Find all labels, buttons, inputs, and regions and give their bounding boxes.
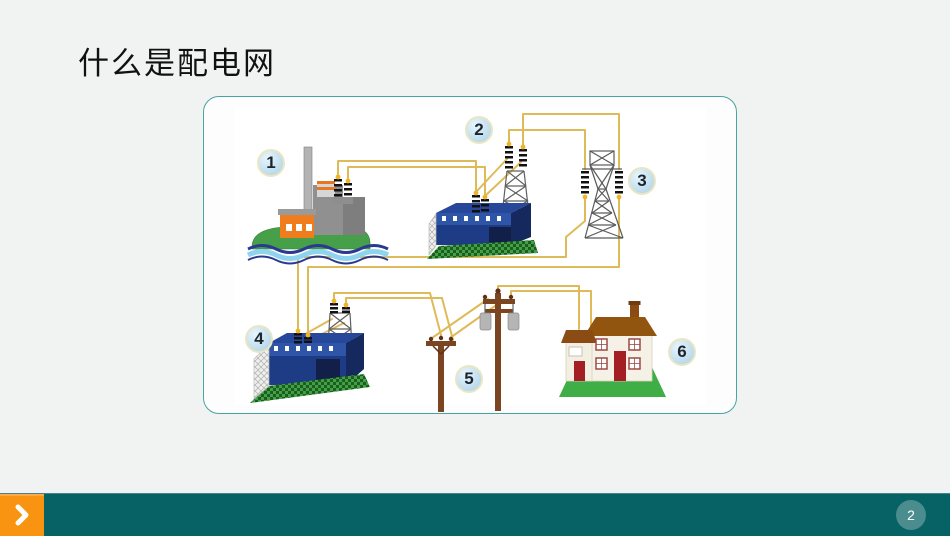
power-plant — [246, 146, 390, 265]
badge-5: 5 — [455, 365, 483, 393]
house — [559, 301, 666, 397]
chevron-right-icon — [15, 504, 29, 526]
power-grid-diagram — [234, 108, 706, 412]
page-title: 什么是配电网 — [78, 46, 276, 81]
badge-2: 2 — [465, 116, 493, 144]
next-slide-button[interactable] — [0, 494, 44, 536]
badge-6: 6 — [668, 338, 696, 366]
footer-bar: 2 — [0, 493, 950, 536]
step-up-substation — [427, 141, 538, 259]
distribution-substation — [250, 298, 370, 403]
utility-poles — [426, 288, 520, 412]
badge-4: 4 — [245, 325, 273, 353]
transmission-tower — [581, 150, 624, 239]
badge-3: 3 — [628, 167, 656, 195]
diagram-panel: 1 2 3 4 5 6 — [203, 96, 737, 414]
page-number-badge: 2 — [896, 500, 926, 530]
badge-1: 1 — [257, 149, 285, 177]
